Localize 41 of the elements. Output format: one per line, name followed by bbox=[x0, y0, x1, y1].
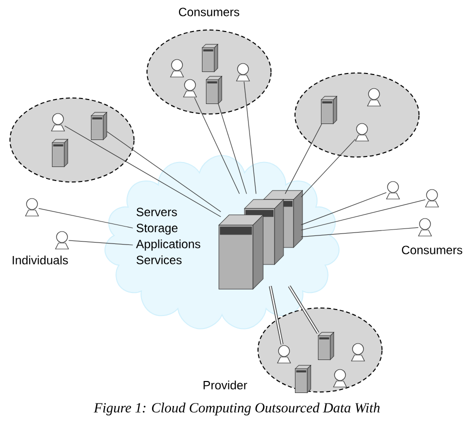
person-icon bbox=[25, 198, 39, 216]
connection-line bbox=[268, 286, 284, 345]
server-icon bbox=[294, 364, 312, 394]
node-label: Provider bbox=[204, 380, 248, 390]
person-icon bbox=[51, 113, 65, 132]
person-icon bbox=[277, 345, 291, 364]
server-icon bbox=[90, 112, 108, 140]
server-icon bbox=[320, 96, 338, 124]
person-icon bbox=[55, 231, 69, 250]
person-icon bbox=[183, 79, 197, 98]
server-icon bbox=[202, 44, 218, 72]
server-stack-drawing bbox=[218, 190, 303, 290]
connection-line bbox=[64, 126, 222, 217]
person-icon bbox=[170, 59, 184, 78]
person-icon bbox=[418, 218, 432, 236]
server-icon bbox=[318, 332, 334, 360]
person-icon bbox=[386, 181, 400, 200]
connection-line bbox=[106, 131, 222, 212]
server-icon bbox=[206, 76, 222, 104]
person-icon bbox=[333, 369, 347, 388]
person-icon bbox=[351, 343, 365, 362]
connection-line bbox=[284, 124, 322, 194]
connection-line bbox=[218, 104, 247, 194]
connection-line bbox=[38, 208, 134, 228]
group-ellipse bbox=[294, 72, 420, 158]
connection-line bbox=[194, 97, 240, 194]
person-icon bbox=[236, 63, 250, 82]
connection-line bbox=[288, 285, 320, 334]
server-icon bbox=[52, 138, 68, 168]
node-label: Consumers bbox=[178, 8, 240, 16]
group-label: Consumers bbox=[402, 246, 462, 254]
person-icon bbox=[367, 88, 381, 106]
connection-line bbox=[300, 192, 387, 226]
caption: Figure 1: Cloud Computing Outsourced Data With bbox=[94, 402, 380, 416]
person-icon bbox=[425, 189, 439, 208]
group-label: Individuals bbox=[12, 256, 68, 264]
connection-line bbox=[68, 240, 134, 246]
connection-line bbox=[300, 199, 426, 230]
person-icon bbox=[355, 123, 369, 142]
connection-line bbox=[300, 138, 356, 198]
connection-line bbox=[300, 227, 419, 238]
